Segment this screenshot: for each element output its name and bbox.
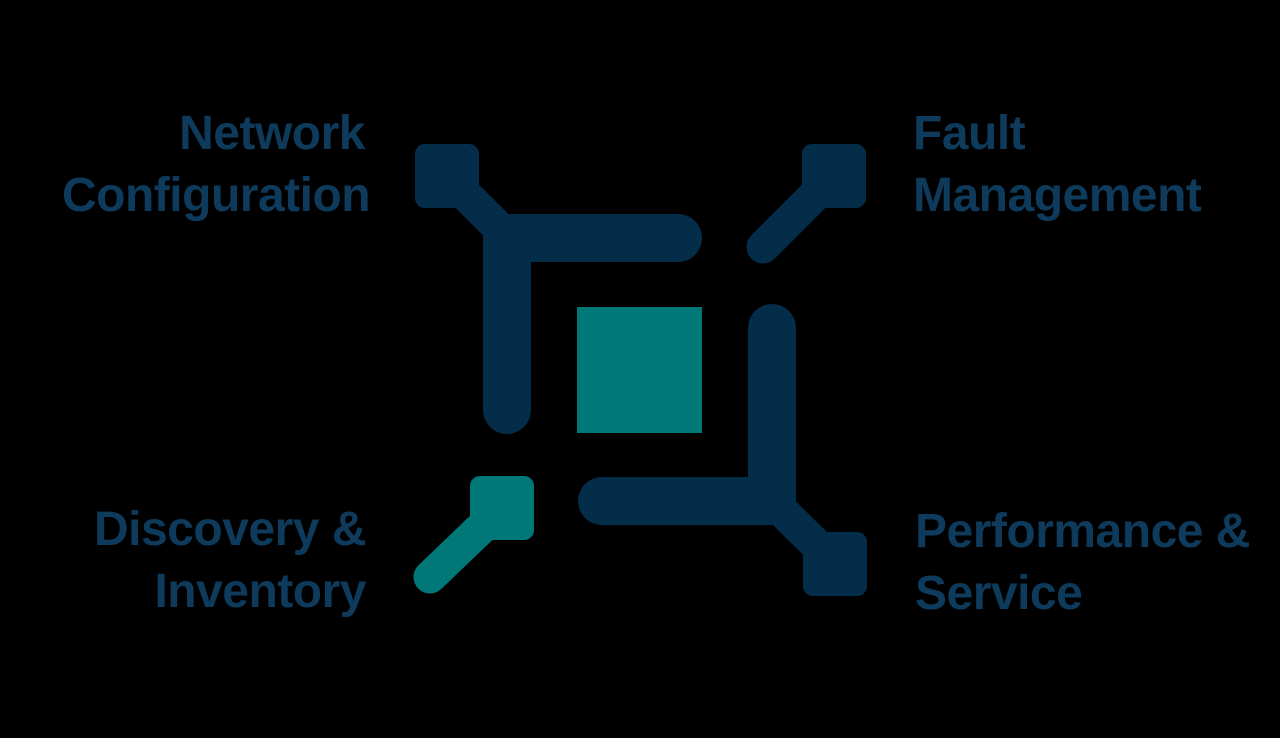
network-management-logo-icon [413,144,867,596]
bracket-bottom-right [578,304,796,525]
label-line: Performance & [915,505,1250,558]
label-line: Network [179,107,365,160]
label-performance-service: Performance & Service [915,501,1250,626]
label-line: Inventory [154,565,366,619]
node-discovery-teal [470,476,534,540]
bracket-top-left [483,214,702,434]
label-discovery-inventory: Discovery & Inventory [62,499,366,624]
node-top-right [802,144,866,208]
label-line: Service [915,567,1083,621]
label-fault-management: Fault Management [913,103,1202,228]
label-line: Discovery & [94,503,366,556]
label-line: Configuration [62,169,371,223]
label-line: Fault [913,107,1026,160]
label-network-configuration: Network Configuration [62,103,371,228]
node-bottom-right [803,532,867,596]
node-top-left [415,144,479,208]
label-line: Management [913,169,1202,223]
center-square [577,307,702,433]
